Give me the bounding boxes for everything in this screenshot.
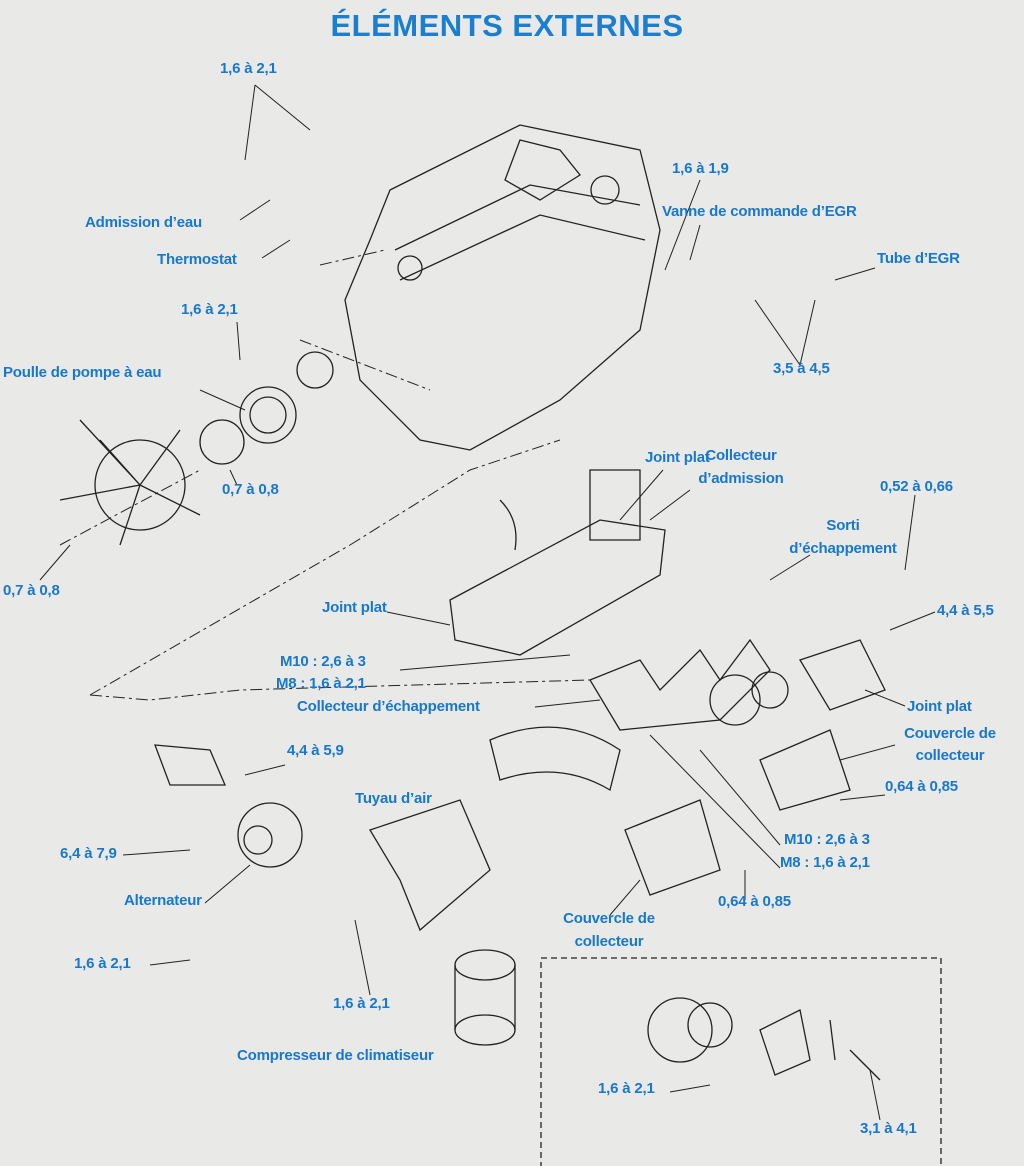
part-label-ac-compressor: Compresseur de climatiseur [237, 1047, 434, 1064]
torque-label: 0,64 à 0,85 [718, 893, 791, 910]
torque-label: 3,5 à 4,5 [773, 360, 830, 377]
exhaust-manifold [489, 638, 886, 896]
label-line: d’échappement [789, 540, 897, 557]
intake-manifold [449, 469, 666, 656]
torque-label: 4,4 à 5,5 [937, 602, 994, 619]
fan [59, 351, 334, 546]
torque-label: M8 : 1,6 à 2,1 [276, 675, 366, 692]
torque-label: 1,6 à 2,1 [598, 1080, 655, 1097]
label-line: collecteur [574, 933, 644, 950]
part-label-gasket: Joint plat [907, 698, 972, 715]
assembly-lines [59, 249, 591, 701]
torque-label: M8 : 1,6 à 2,1 [780, 854, 870, 871]
part-label-air-pipe: Tuyau d’air [355, 790, 432, 807]
part-label-exhaust-outlet: Sorti d’échappement [772, 517, 914, 557]
label-line: Couvercle de [563, 910, 655, 927]
inset-alternator [647, 997, 881, 1081]
torque-label: 3,1 à 4,1 [860, 1120, 917, 1137]
part-label-gasket: Joint plat [322, 599, 387, 616]
part-label-alternator: Alternateur [124, 892, 202, 909]
label-line: Couvercle de [904, 725, 996, 742]
torque-label: 0,52 à 0,66 [880, 478, 953, 495]
part-label-manifold-cover: Couvercle de collecteur [894, 725, 1006, 764]
part-label-manifold-cover: Couvercle de collecteur [548, 910, 670, 950]
torque-label: 0,7 à 0,8 [222, 481, 279, 498]
torque-label: 1,6 à 2,1 [333, 995, 390, 1012]
part-label-gasket: Joint plat [645, 449, 710, 466]
label-line: Sorti [826, 517, 860, 534]
alternator-and-compressor [154, 744, 516, 1046]
part-label-egr-tube: Tube d’EGR [877, 250, 960, 267]
part-label-egr-valve: Vanne de commande d’EGR [662, 203, 857, 220]
inset-box [540, 957, 942, 1166]
engine-block [344, 124, 661, 451]
torque-label: M10 : 2,6 à 3 [280, 653, 366, 670]
torque-label: 4,4 à 5,9 [287, 742, 344, 759]
torque-label: 1,6 à 1,9 [672, 160, 729, 177]
leader-lines [39, 84, 936, 1121]
part-label-intake-manifold: Collecteur d’admission [680, 447, 802, 487]
torque-label: 1,6 à 2,1 [220, 60, 277, 77]
torque-label: 1,6 à 2,1 [181, 301, 238, 318]
torque-label: 0,64 à 0,85 [885, 778, 958, 795]
torque-label: 1,6 à 2,1 [74, 955, 131, 972]
torque-label: M10 : 2,6 à 3 [784, 831, 870, 848]
label-line: collecteur [915, 747, 985, 764]
part-label-pump-pulley: Poulle de pompe à eau [3, 364, 162, 381]
part-label-thermostat: Thermostat [157, 251, 237, 268]
part-label-water-inlet: Admission d’eau [85, 214, 203, 231]
part-label-exhaust-manifold: Collecteur d’échappement [297, 698, 480, 715]
label-line: d’admission [698, 470, 784, 487]
torque-label: 0,7 à 0,8 [3, 582, 60, 599]
page-title: ÉLÉMENTS EXTERNES [330, 8, 684, 43]
torque-label: 6,4 à 7,9 [60, 845, 117, 862]
label-line: Collecteur [705, 447, 777, 464]
